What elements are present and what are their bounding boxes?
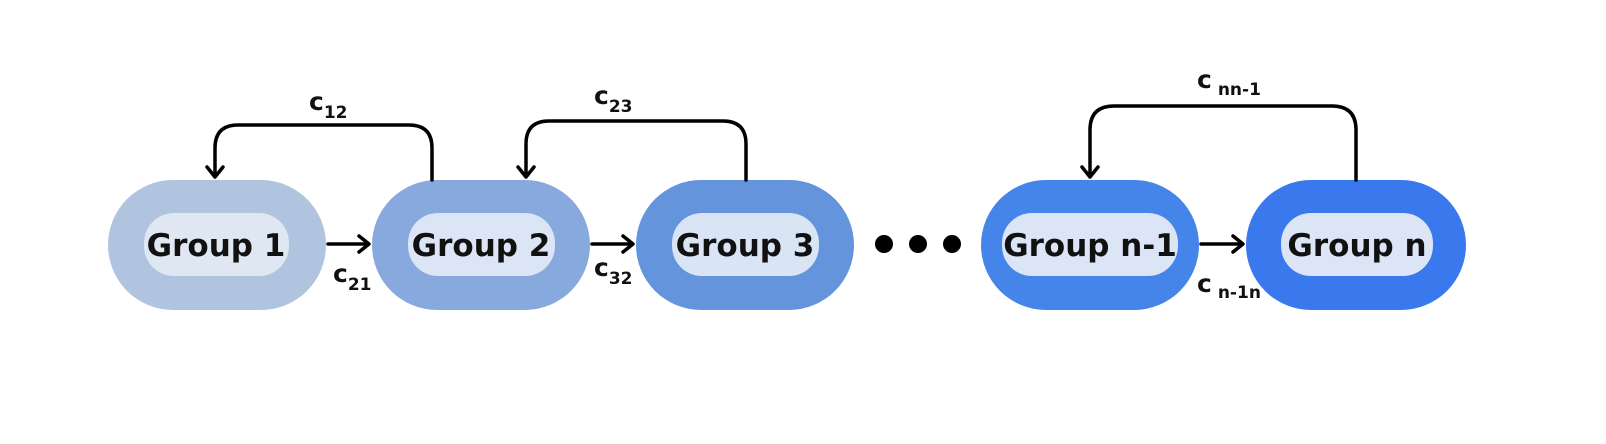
edge-label-c23-sub: 23 xyxy=(609,97,633,117)
edge-label-c32-sub: 32 xyxy=(609,269,633,289)
edge-label-c12: c12 xyxy=(309,87,348,123)
edge-label-c21-main: c xyxy=(333,259,348,288)
arrow-n-1-to-n xyxy=(1199,234,1245,254)
node-group-1-label: Group 1 xyxy=(147,228,286,264)
node-group-n-inner xyxy=(1281,213,1433,276)
edge-label-c12-sub: 12 xyxy=(324,103,348,123)
edge-label-c12-main: c xyxy=(309,87,324,116)
ellipsis-dots: • • • xyxy=(875,235,961,253)
edge-label-cn-1n-sub: n-1n xyxy=(1218,283,1261,303)
node-group-1: Group 1 xyxy=(108,180,326,310)
ellipsis-text: • • • xyxy=(918,243,921,245)
edge-label-c32: c32 xyxy=(594,253,633,289)
edge-label-cn-1n-main: c xyxy=(1197,269,1212,298)
node-group-n: Group n xyxy=(1246,180,1466,310)
ellipsis-dot xyxy=(875,235,893,253)
node-group-3: Group 3 xyxy=(636,180,854,310)
edge-label-cnn-1: c nn-1 xyxy=(1197,65,1261,100)
arrow-n-to-n-1 xyxy=(1080,104,1358,182)
node-group-1-inner xyxy=(144,213,289,276)
node-group-2: Group 2 xyxy=(372,180,590,310)
edge-label-c32-main: c xyxy=(594,253,609,282)
edge-label-c23-main: c xyxy=(594,81,609,110)
node-group-n-label: Group n xyxy=(1287,228,1426,264)
edge-label-cn-1n: c n-1n xyxy=(1197,269,1261,303)
arrow-2-to-3 xyxy=(590,234,635,254)
edge-label-c23: c23 xyxy=(594,81,633,117)
edge-label-cnn-1-main: c xyxy=(1197,65,1212,94)
ellipsis-dot xyxy=(909,235,927,253)
edge-label-c21-sub: 21 xyxy=(348,275,372,295)
arrow-2-to-1 xyxy=(205,123,434,182)
node-group-n-1-label: Group n-1 xyxy=(1003,228,1177,264)
edge-label-cnn-1-sub: nn-1 xyxy=(1218,80,1261,100)
node-group-2-label: Group 2 xyxy=(412,228,551,264)
node-group-n-1: Group n-1 xyxy=(981,180,1199,310)
node-group-2-inner xyxy=(408,213,555,276)
node-group-3-inner xyxy=(672,213,819,276)
arrow-1-to-2 xyxy=(326,234,371,254)
edge-label-c21: c21 xyxy=(333,259,372,295)
ellipsis-dot xyxy=(943,235,961,253)
node-group-3-label: Group 3 xyxy=(676,228,815,264)
arrow-3-to-2 xyxy=(516,119,748,182)
node-group-n-1-inner xyxy=(1002,213,1178,276)
